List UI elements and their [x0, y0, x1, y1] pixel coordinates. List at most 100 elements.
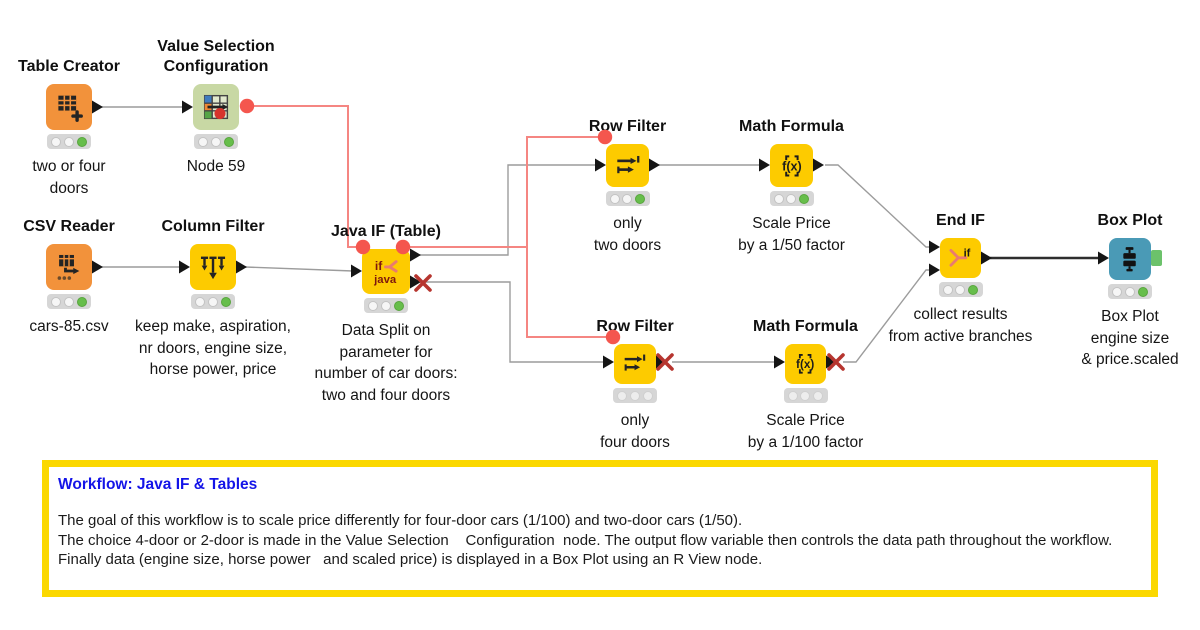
math-formula-bottom-title: Math Formula: [753, 318, 858, 335]
connection-java-if-to-row-filter-bottom[interactable]: [419, 281, 605, 363]
row-filter-bottom-status-light: [613, 388, 657, 403]
svg-text:if: if: [375, 259, 383, 273]
row-filter-bottom-node[interactable]: [614, 344, 656, 384]
table-plus-icon: [58, 95, 83, 122]
flow-connection-value-selection-to-java-if[interactable]: [250, 105, 360, 248]
status-dot: [210, 136, 221, 147]
math-formula-icon: f(x): [782, 154, 802, 177]
status-dot: [1137, 286, 1148, 297]
table-creator-node[interactable]: [46, 84, 92, 130]
math-formula-top-status-light: [769, 191, 814, 206]
status-dot: [617, 390, 627, 401]
box-plot-icon: [1123, 247, 1137, 272]
column-filter-title: Column Filter: [161, 218, 265, 235]
status-dot: [198, 136, 208, 147]
status-dot: [787, 390, 798, 401]
connection-math-formula-top-to-end-if[interactable]: [825, 164, 931, 248]
status-dot: [622, 193, 633, 204]
end-if-status-light: [938, 282, 983, 297]
end-if-node[interactable]: if: [940, 238, 981, 278]
status-dot: [76, 136, 87, 147]
status-dot: [1112, 286, 1122, 297]
column-filter-icon: [200, 256, 226, 280]
java-if-table-title: Java IF (Table): [331, 223, 441, 240]
connection-column-filter-to-java-if[interactable]: [244, 266, 354, 272]
status-dot: [799, 193, 810, 204]
csv-reader-label: cars-85.csv: [29, 318, 109, 335]
status-dot: [195, 296, 205, 307]
workflow-annotation[interactable]: Workflow: Java IF & Tables The goal of t…: [42, 460, 1158, 597]
status-dot: [380, 300, 391, 311]
svg-text:java: java: [373, 274, 397, 286]
svg-text:if: if: [964, 248, 971, 260]
annotation-line-2: The choice 4-door or 2-door is made in t…: [58, 531, 1113, 549]
status-dot: [629, 390, 640, 401]
status-dot: [955, 284, 966, 295]
status-dot: [786, 193, 797, 204]
status-dot: [968, 284, 979, 295]
csv-reader-status-light: [47, 294, 91, 309]
value-selection-configuration-node[interactable]: [193, 84, 239, 130]
annotation-line-1: The goal of this workflow is to scale pr…: [58, 512, 743, 529]
math-formula-top-node[interactable]: f(x): [770, 144, 813, 187]
csv-reader-title: CSV Reader: [23, 218, 115, 235]
box-plot-status-light: [1108, 284, 1152, 299]
csv-reader-node[interactable]: [46, 244, 92, 290]
value-selection-configuration-status-light: [194, 134, 238, 149]
status-dot: [393, 300, 404, 311]
connection-math-formula-bottom-to-end-if[interactable]: [843, 269, 931, 363]
end-if-icon: if: [949, 248, 971, 267]
math-formula-bottom-status-light: [783, 388, 828, 403]
annotation-line-3: Finally data (engine size, horse power a…: [58, 551, 763, 568]
java-if-table-status-light: [364, 298, 408, 313]
value-selection-configuration-label: Node 59: [186, 158, 246, 175]
csv-reader-icon: [57, 254, 80, 280]
status-dot: [609, 193, 620, 204]
column-filter-node[interactable]: [190, 244, 236, 290]
status-dot: [220, 296, 231, 307]
status-dot: [1124, 286, 1135, 297]
box-plot-node[interactable]: [1109, 238, 1151, 280]
svg-text:f(x): f(x): [782, 159, 802, 173]
annotation-title: Workflow: Java IF & Tables: [58, 476, 258, 493]
status-dot: [800, 390, 811, 401]
status-dot: [368, 300, 378, 311]
status-dot: [63, 296, 74, 307]
flow-connection-java-if-to-row-filter-bottom[interactable]: [405, 246, 610, 338]
status-dot: [223, 136, 234, 147]
status-dot: [813, 390, 824, 401]
value-selection-icon: [203, 94, 229, 120]
row-filter-top-node[interactable]: [606, 144, 649, 187]
status-dot: [76, 296, 87, 307]
column-filter-status-light: [191, 294, 235, 309]
status-dot: [51, 136, 61, 147]
connection-java-if-to-row-filter-top[interactable]: [419, 164, 597, 256]
row-filter-icon: [625, 354, 646, 371]
column-filter-label: keep make, aspiration,nr doors, engine s…: [135, 318, 291, 378]
box-plot-title: Box Plot: [1097, 212, 1163, 229]
end-if-title: End IF: [936, 212, 985, 229]
row-filter-top-status-light: [605, 191, 650, 206]
math-formula-icon: f(x): [796, 354, 815, 374]
status-dot: [635, 193, 646, 204]
math-formula-bottom-node[interactable]: f(x): [785, 344, 826, 384]
status-dot: [942, 284, 953, 295]
row-filter-icon: [616, 155, 639, 173]
table-creator-title: Table Creator: [18, 58, 120, 75]
status-dot: [207, 296, 218, 307]
status-dot: [63, 136, 74, 147]
status-dot: [642, 390, 653, 401]
